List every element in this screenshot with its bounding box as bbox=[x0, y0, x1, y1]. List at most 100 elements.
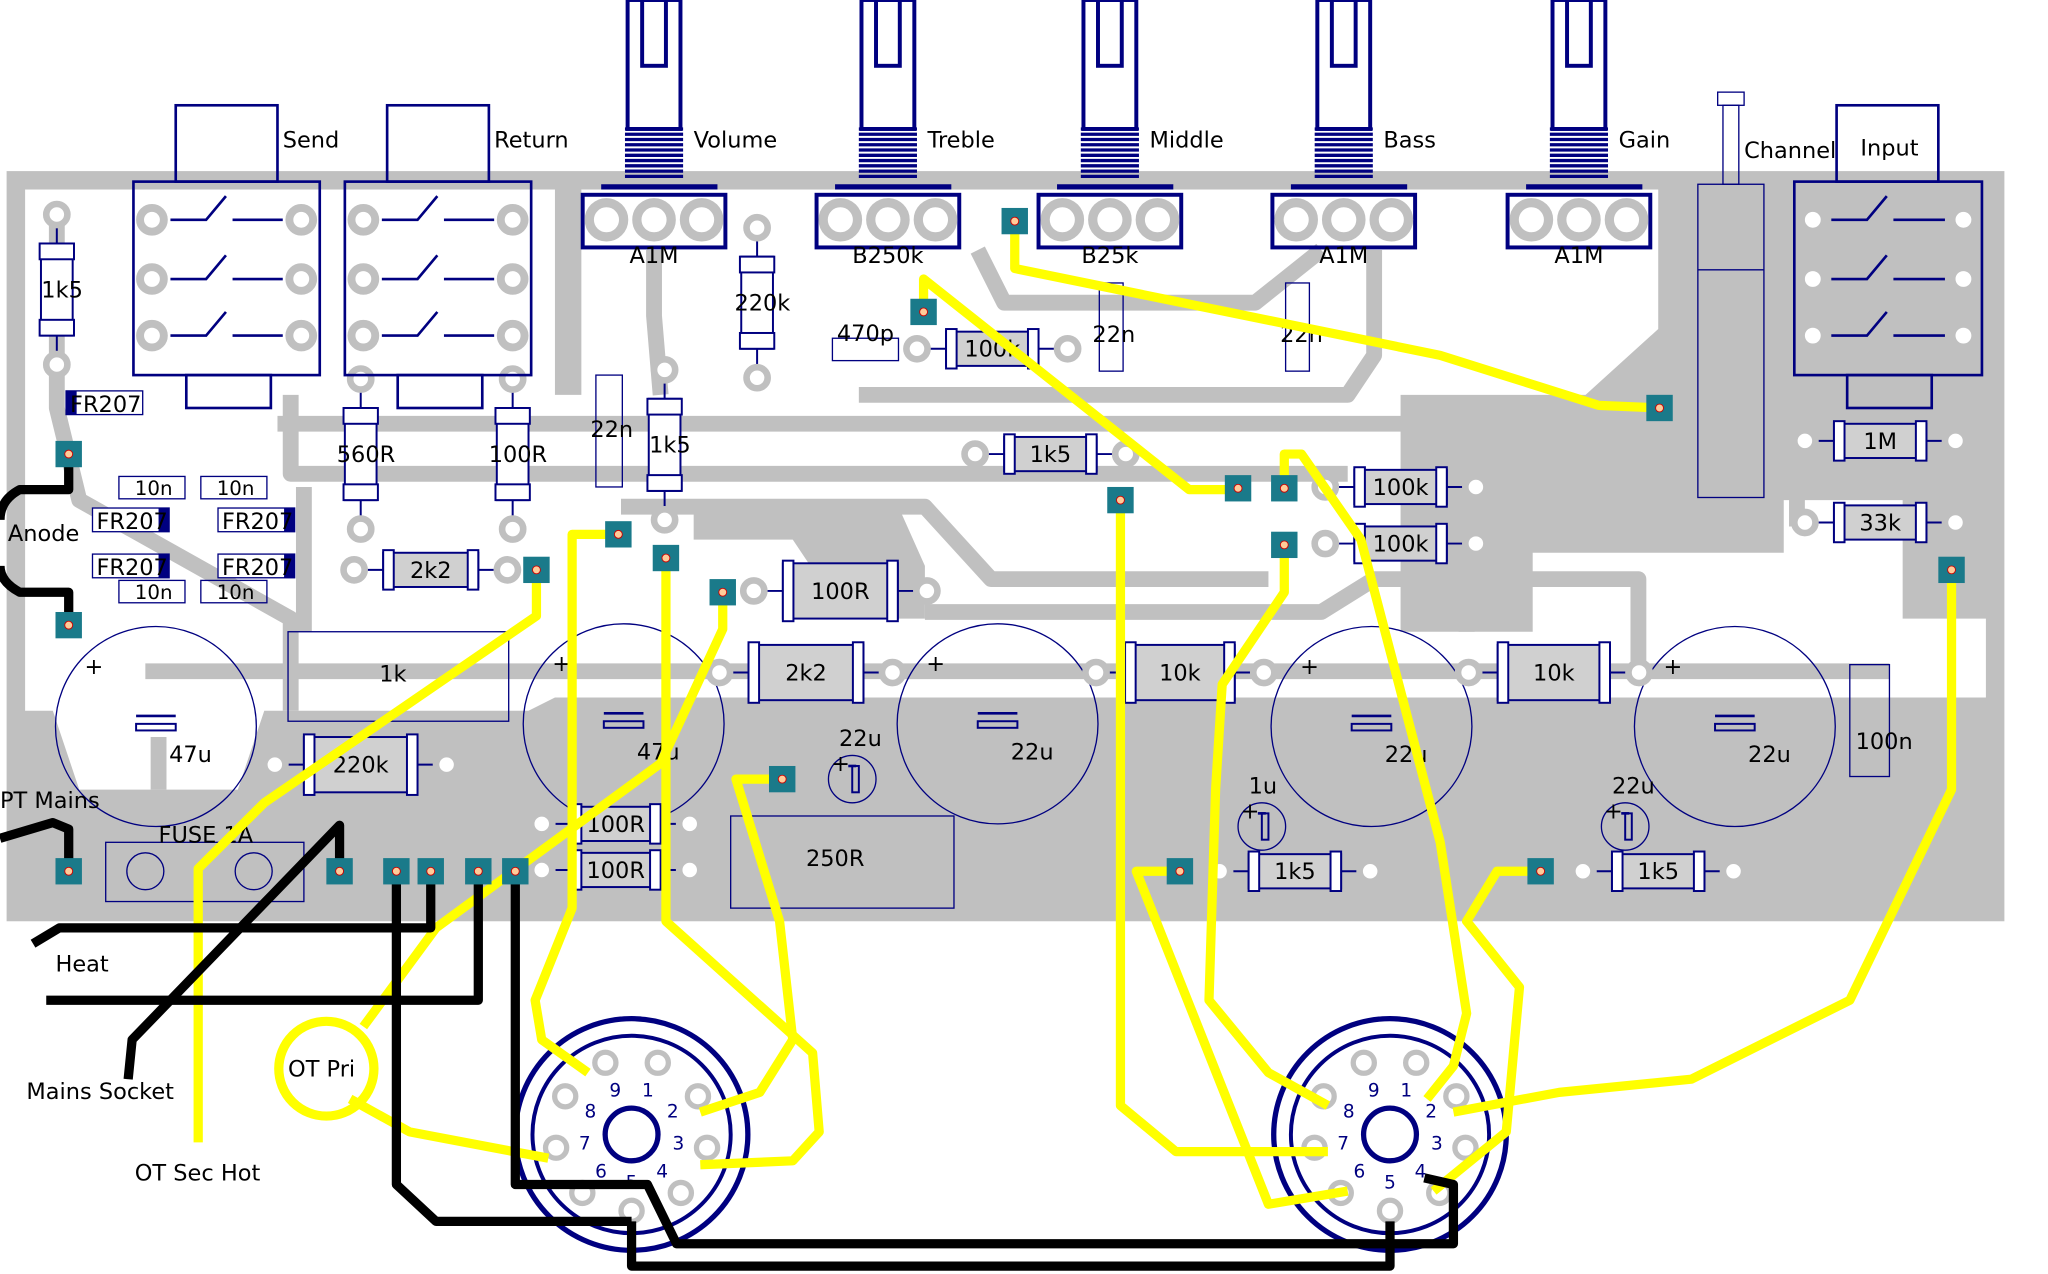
trace bbox=[621, 498, 1269, 587]
heat-wire bbox=[46, 871, 483, 1005]
trimpot-250r-label: 250R bbox=[806, 846, 864, 872]
jumper-wires bbox=[193, 221, 1957, 1209]
ground-plane-top bbox=[554, 184, 582, 395]
film-capacitor: 100n bbox=[1849, 663, 1913, 778]
pot-value: B25k bbox=[1081, 243, 1138, 269]
tube-pin-number: 3 bbox=[1431, 1133, 1443, 1154]
tube-pin bbox=[1350, 1049, 1377, 1076]
pad-hole bbox=[64, 449, 74, 459]
polarity-plus: + bbox=[1241, 799, 1260, 825]
pot-body bbox=[580, 192, 728, 250]
diode-part-number: FR207 bbox=[222, 509, 293, 535]
diode: FR207 bbox=[217, 507, 296, 535]
jumper-wire bbox=[1204, 544, 1331, 1110]
ceramic-capacitor: 10n bbox=[118, 579, 186, 604]
capacitor-value: 100n bbox=[1856, 729, 1913, 755]
tube-pin-number: 2 bbox=[667, 1101, 679, 1122]
jack-contact bbox=[1947, 203, 1980, 236]
tube-pin bbox=[667, 1179, 695, 1207]
resistor: 100R bbox=[489, 365, 547, 543]
film-capacitor: 22n bbox=[1092, 282, 1135, 372]
pot-lug bbox=[679, 198, 724, 242]
capacitor-value: 10n bbox=[135, 477, 173, 500]
jack-contact bbox=[1796, 263, 1829, 295]
pt-mains-label: PT Mains bbox=[0, 788, 100, 814]
pad-hole bbox=[1279, 483, 1289, 493]
pot-value: A1M bbox=[1319, 243, 1368, 269]
ot-sec-hot-label: OT Sec Hot bbox=[135, 1161, 261, 1187]
capacitor-value: 470p bbox=[837, 321, 894, 347]
jack-switch-symbol bbox=[170, 254, 227, 281]
heater-wire bbox=[510, 871, 1459, 1249]
resistor: 1k5 bbox=[646, 356, 691, 534]
pad-hole bbox=[510, 866, 520, 876]
send-jack: Send bbox=[132, 103, 339, 410]
pad-hole bbox=[613, 529, 623, 539]
capacitor-value: 47u bbox=[169, 742, 212, 768]
polarity-plus: + bbox=[926, 651, 945, 677]
jack-contact bbox=[347, 319, 380, 352]
anode-wire bbox=[0, 454, 74, 521]
pot-name: Gain bbox=[1619, 127, 1671, 153]
resistor: 220k bbox=[260, 733, 461, 796]
diode: FR207 bbox=[91, 507, 170, 535]
ceramic-capacitor: 10n bbox=[200, 579, 268, 604]
pad-hole bbox=[718, 587, 728, 597]
jumper-wire bbox=[347, 1094, 550, 1163]
channel-switch: Channel bbox=[1697, 91, 1836, 499]
resistor-value: 2k2 bbox=[785, 660, 827, 686]
polarity-plus: + bbox=[1664, 654, 1683, 680]
heater-wire bbox=[626, 1221, 1395, 1271]
tube-pin bbox=[1452, 1134, 1479, 1161]
resistor-value: 100k bbox=[1373, 475, 1429, 501]
components-layer: VolumeA1MTrebleB250kMiddleB25kBassA1MGai… bbox=[38, 0, 1980, 1253]
jack-switch-symbol bbox=[381, 311, 439, 337]
pt-mains-wire bbox=[0, 817, 74, 872]
jumper-wire bbox=[193, 569, 542, 1143]
resistor-value: 100R bbox=[586, 858, 644, 884]
ot-primary-loop bbox=[274, 1016, 379, 1121]
resistor-value: 1k5 bbox=[1030, 442, 1072, 468]
ceramic-capacitor: 10n bbox=[118, 475, 186, 500]
tube-pin bbox=[551, 1083, 579, 1110]
polarity-plus: + bbox=[1300, 654, 1319, 680]
pad-hole bbox=[919, 307, 929, 317]
polarity-plus: + bbox=[1604, 799, 1623, 825]
channel-label: Channel bbox=[1744, 138, 1836, 164]
pot-body bbox=[1505, 192, 1653, 250]
resistor: 1k5 bbox=[38, 200, 83, 379]
resistor: 10k bbox=[1454, 641, 1653, 704]
pot-name: Middle bbox=[1150, 127, 1224, 153]
tube-pin-number: 6 bbox=[1354, 1161, 1366, 1182]
pot-lug bbox=[1509, 198, 1554, 242]
heater-wire bbox=[391, 871, 632, 1226]
tube-pin bbox=[1443, 1083, 1470, 1110]
diode-cathode-band bbox=[158, 508, 170, 532]
pot-shaft-slot bbox=[640, 0, 668, 68]
pad-hole bbox=[661, 553, 671, 563]
resistor-value: 33k bbox=[1859, 510, 1901, 536]
pot-lug bbox=[1557, 198, 1601, 242]
film-capacitor: 22n bbox=[590, 374, 633, 488]
ceramic-capacitor: 10n bbox=[200, 475, 268, 500]
jack-contact bbox=[285, 319, 318, 352]
jack-contact bbox=[136, 263, 168, 295]
diode-part-number: FR207 bbox=[222, 555, 293, 581]
tube-pin bbox=[644, 1049, 672, 1076]
diode-part-number: FR207 bbox=[70, 392, 141, 418]
resistor-value: 2k2 bbox=[410, 558, 452, 584]
diode: FR207 bbox=[91, 553, 170, 581]
trimpot-250r[interactable]: 250R bbox=[730, 815, 955, 909]
resistor-value: 100R bbox=[489, 442, 547, 468]
pot-lug bbox=[584, 198, 629, 242]
tube-pin-number: 8 bbox=[584, 1101, 596, 1122]
resistor-value: 220k bbox=[333, 753, 389, 779]
diode-part-number: FR207 bbox=[96, 555, 167, 581]
resistor: 100k bbox=[1311, 466, 1490, 508]
